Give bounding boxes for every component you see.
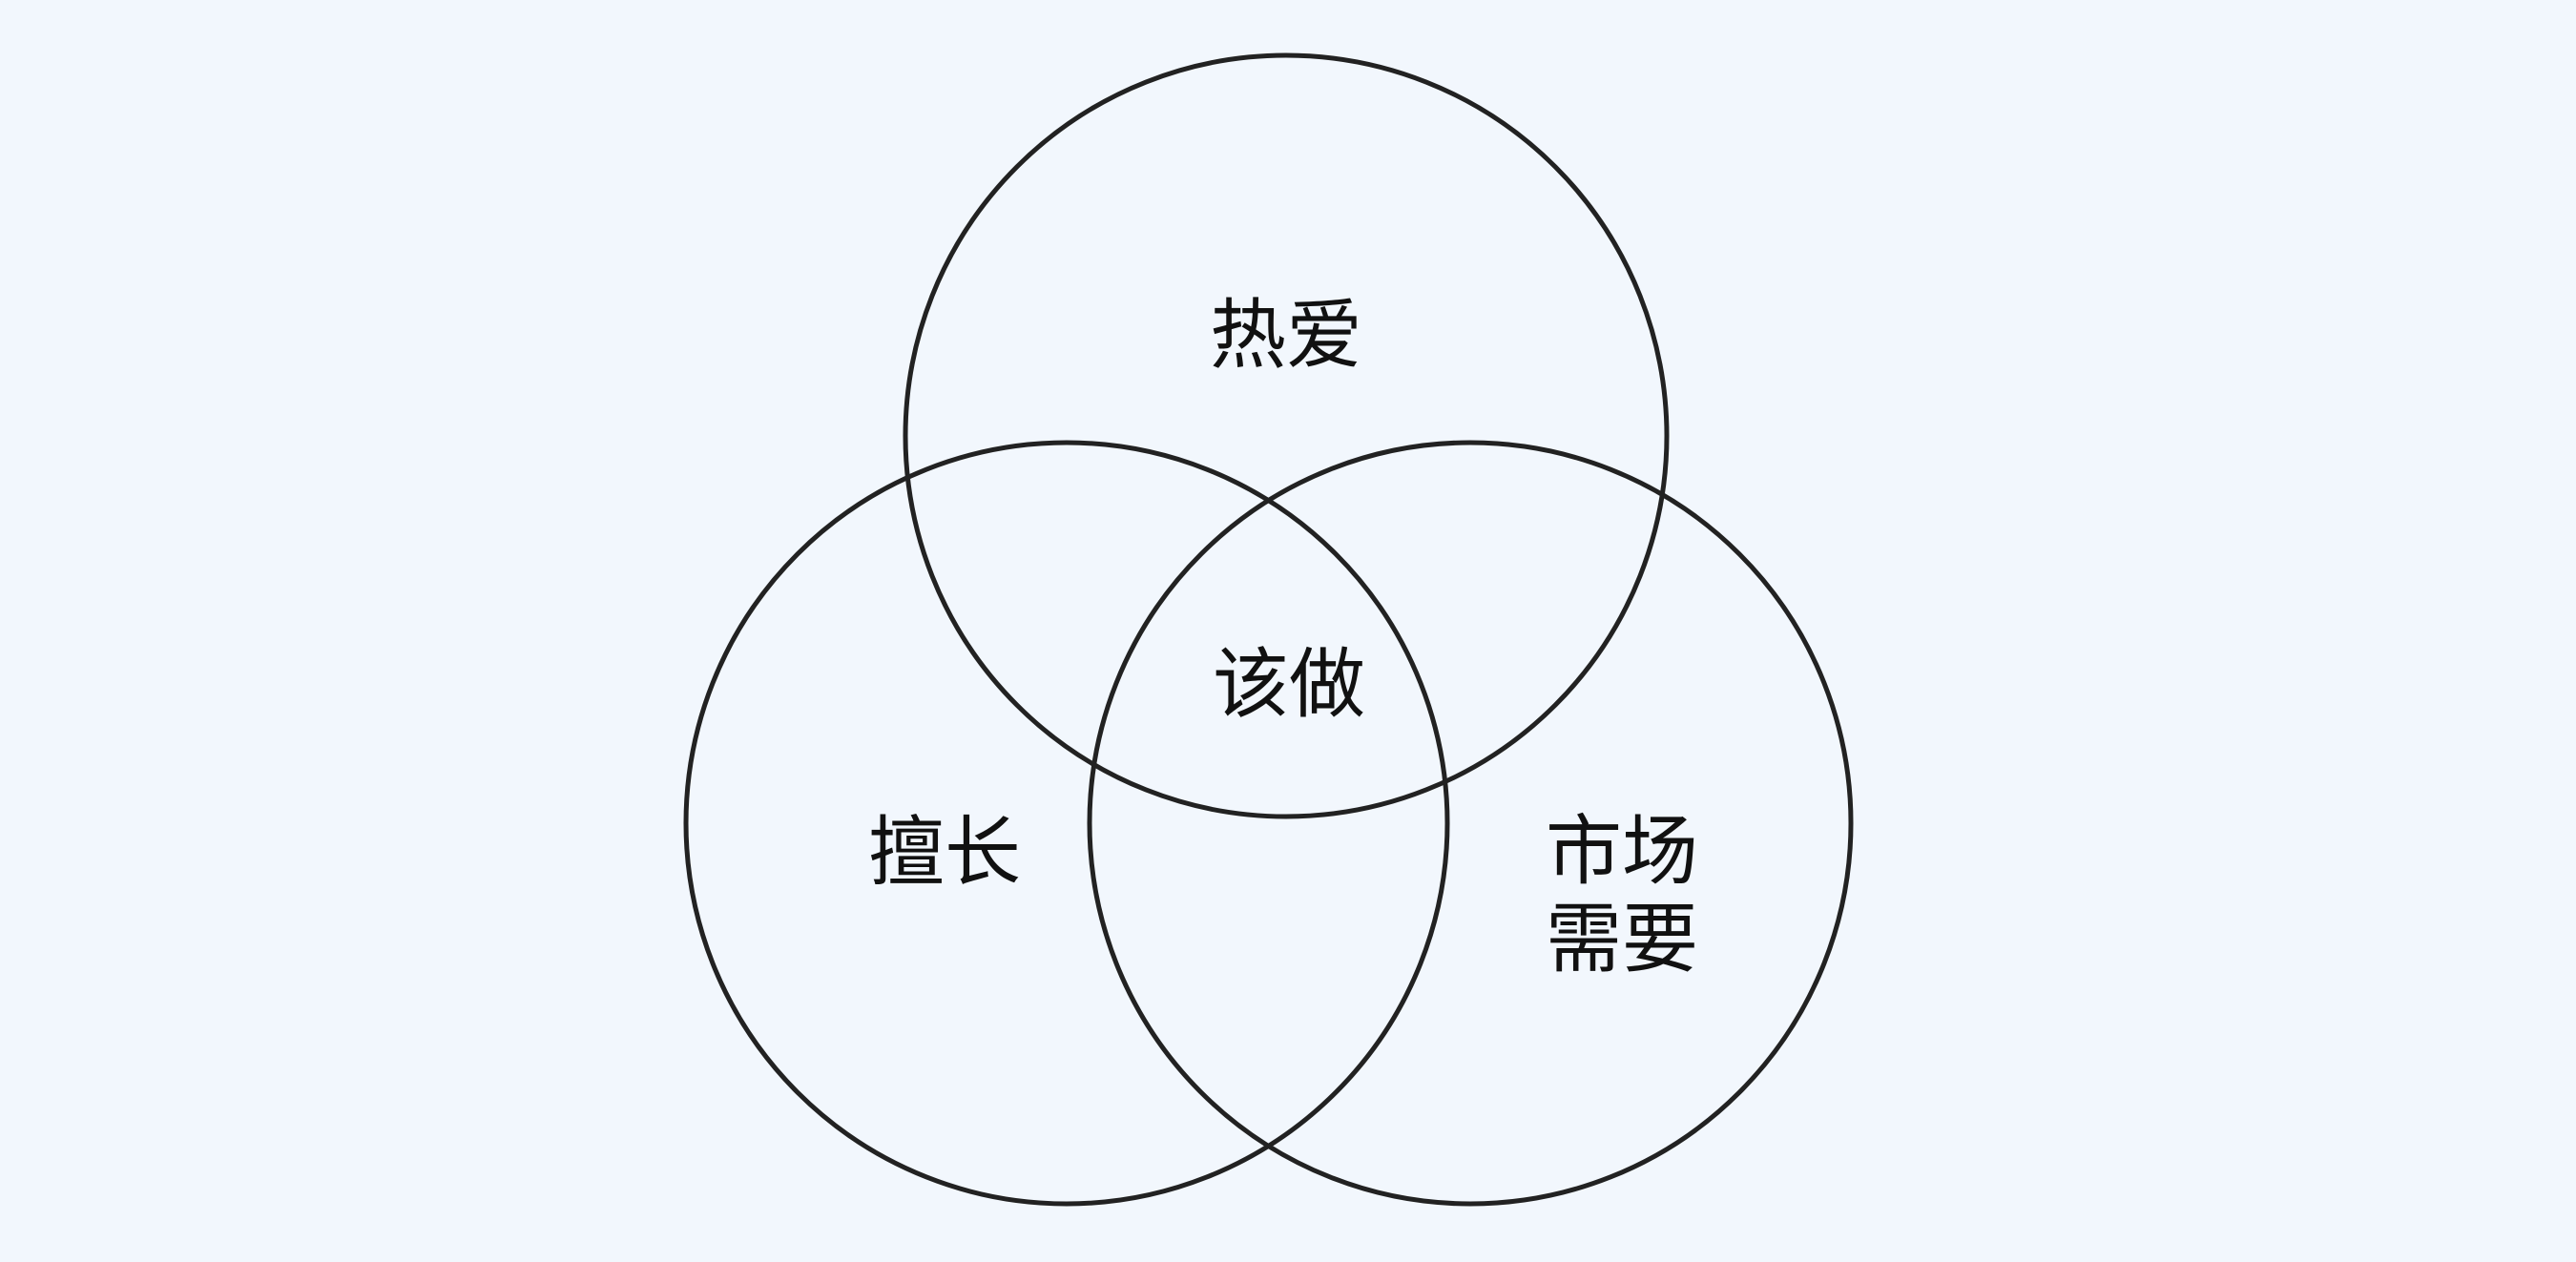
- circle-skill: [683, 440, 1450, 1207]
- label-skill: 擅长: [868, 808, 1021, 897]
- circle-market: [1087, 440, 1854, 1207]
- label-market: 市场需要: [1546, 807, 1698, 983]
- circle-love: [903, 52, 1670, 819]
- label-love: 热爱: [1210, 291, 1362, 380]
- label-intersection: 该做: [1213, 640, 1365, 729]
